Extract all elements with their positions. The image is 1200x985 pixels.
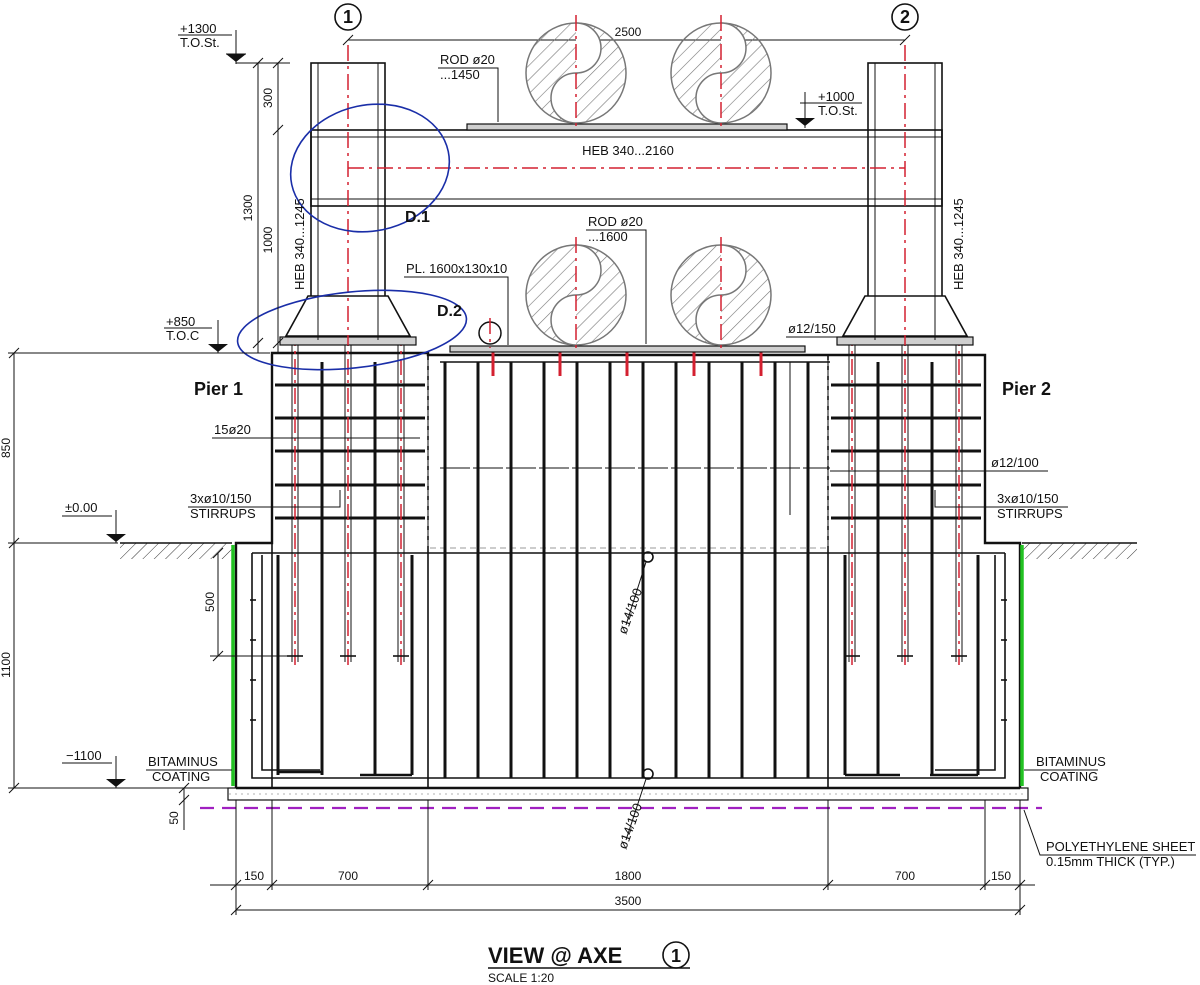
ground-left	[120, 542, 232, 559]
label-plate: PL. 1600x130x10	[404, 261, 509, 345]
round-rod-bottom-right	[670, 237, 772, 352]
dim-vertical-left-upper: 300 1300 1000	[241, 57, 284, 353]
label-column-left: HEB 340...1245	[292, 198, 307, 290]
svg-text:BITAMINUS: BITAMINUS	[148, 754, 218, 769]
svg-text:50: 50	[167, 811, 181, 825]
dim-vertical-850-1100: 850 1100	[0, 347, 270, 794]
dim-horizontal-bottom: 150 700 1800 700 150 3500	[210, 800, 1035, 916]
detail-label-d1: D.1	[405, 209, 430, 226]
svg-text:500: 500	[203, 592, 217, 612]
dim-vertical-500: 500	[203, 547, 288, 662]
svg-text:COATING: COATING	[1040, 769, 1098, 784]
footing-rebar-cage	[250, 552, 1007, 779]
round-rod-top-left	[525, 15, 627, 130]
svg-text:3xø10/150: 3xø10/150	[190, 491, 251, 506]
svg-text:POLYETHYLENE SHEET: POLYETHYLENE SHEET	[1046, 839, 1195, 854]
label-pier2: Pier 2	[1002, 379, 1051, 399]
central-rebar-grid	[440, 350, 830, 780]
ground-right	[1022, 542, 1137, 559]
svg-text:HEB 340...2160: HEB 340...2160	[582, 143, 674, 158]
svg-text:+1300: +1300	[180, 21, 217, 36]
svg-text:BITAMINUS: BITAMINUS	[1036, 754, 1106, 769]
round-rod-top-right	[670, 15, 772, 130]
svg-text:850: 850	[0, 438, 13, 458]
label-coating-right: BITAMINUS COATING	[1024, 754, 1106, 784]
svg-text:1100: 1100	[0, 652, 13, 678]
drawing-scale: SCALE 1:20	[488, 971, 554, 985]
svg-text:ROD ø20: ROD ø20	[440, 52, 495, 67]
svg-text:−1100: −1100	[66, 748, 102, 763]
foundation-outline	[227, 351, 1029, 801]
label-rebar-12-100: ø12/100	[830, 455, 1048, 472]
axis-marker-1: 1	[334, 3, 362, 31]
dim-vertical-50: 50	[167, 782, 190, 830]
axis-marker-2: 2	[891, 3, 919, 31]
round-rod-bottom-left	[525, 237, 627, 352]
svg-text:...1600: ...1600	[588, 229, 628, 244]
level-top-concrete: +850 T.O.C	[164, 314, 228, 353]
label-rod-bottom: ROD ø20 ...1600	[586, 214, 647, 344]
detail-label-d2: D.2	[437, 303, 462, 320]
level-top-steel-1: +1300 T.O.St.	[178, 21, 290, 64]
dimension-axis-spacing: 2500	[342, 25, 911, 46]
svg-text:300: 300	[261, 88, 275, 108]
svg-text:700: 700	[338, 869, 358, 883]
svg-text:1300: 1300	[241, 194, 255, 221]
svg-text:700: 700	[895, 869, 915, 883]
svg-text:150: 150	[244, 869, 264, 883]
svg-text:ø12/100: ø12/100	[991, 455, 1039, 470]
pier1-rebar	[275, 362, 425, 775]
svg-text:HEB 340...1245: HEB 340...1245	[292, 198, 307, 290]
svg-text:2500: 2500	[615, 25, 642, 39]
svg-text:ROD ø20: ROD ø20	[588, 214, 643, 229]
plate-studs	[491, 350, 763, 376]
level-bottom: −1100	[62, 748, 126, 788]
detail-ellipse-d2	[236, 289, 468, 371]
level-top-steel-2: +1000 T.O.St.	[795, 89, 862, 128]
svg-text:3500: 3500	[615, 894, 642, 908]
label-poly-sheet: POLYETHYLENE SHEET 0.15mm THICK (TYP.)	[1023, 809, 1196, 869]
anchor-bolts-pier2	[844, 330, 967, 668]
label-pier1: Pier 1	[194, 379, 243, 399]
label-rebar-main: 15ø20	[212, 422, 420, 439]
svg-text:2: 2	[900, 7, 910, 27]
base-plate	[449, 345, 806, 353]
anchor-bolts-pier1	[287, 330, 409, 668]
label-rod-top: ROD ø20 ...1450	[438, 52, 499, 122]
label-coating-left: BITAMINUS COATING	[146, 754, 232, 784]
level-ground: ±0.00	[62, 500, 126, 543]
svg-text:1: 1	[343, 7, 353, 27]
svg-text:1800: 1800	[615, 869, 642, 883]
svg-text:+850: +850	[166, 314, 195, 329]
svg-text:T.O.St.: T.O.St.	[818, 103, 858, 118]
svg-text:T.O.St.: T.O.St.	[180, 35, 220, 50]
svg-text:ø12/150: ø12/150	[788, 321, 836, 336]
label-stirrups-right: 3xø10/150 STIRRUPS	[934, 490, 1068, 521]
svg-text:STIRRUPS: STIRRUPS	[190, 506, 256, 521]
rod-plate-top	[466, 123, 788, 131]
label-rebar-14-100-a: ø14/100	[615, 561, 647, 636]
svg-text:1: 1	[671, 946, 681, 966]
label-column-right: HEB 340...1245	[951, 198, 966, 290]
svg-text:1000: 1000	[261, 226, 275, 253]
svg-text:+1000: +1000	[818, 89, 855, 104]
detail-ellipse-d1	[289, 103, 451, 233]
svg-text:3xø10/150: 3xø10/150	[997, 491, 1058, 506]
svg-text:0.15mm THICK (TYP.): 0.15mm THICK (TYP.)	[1046, 854, 1175, 869]
label-stirrups-left: 3xø10/150 STIRRUPS	[188, 490, 341, 521]
svg-text:±0.00: ±0.00	[65, 500, 97, 515]
svg-text:PL. 1600x130x10: PL. 1600x130x10	[406, 261, 507, 276]
svg-text:VIEW @ AXE: VIEW @ AXE	[488, 943, 622, 968]
svg-text:15ø20: 15ø20	[214, 422, 251, 437]
svg-text:...1450: ...1450	[440, 67, 480, 82]
svg-text:T.O.C: T.O.C	[166, 328, 199, 343]
svg-text:150: 150	[991, 869, 1011, 883]
svg-text:HEB 340...1245: HEB 340...1245	[951, 198, 966, 290]
svg-text:COATING: COATING	[152, 769, 210, 784]
label-rebar-12-150: ø12/150	[786, 321, 844, 338]
svg-text:STIRRUPS: STIRRUPS	[997, 506, 1063, 521]
drawing-title: VIEW @ AXE 1 SCALE 1:20	[488, 941, 690, 985]
